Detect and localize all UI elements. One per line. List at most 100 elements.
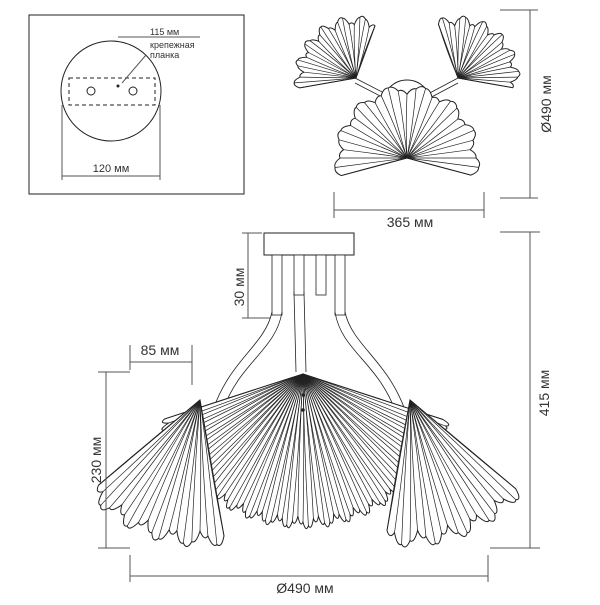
top-leaf-right-rib: [457, 66, 511, 79]
top-leaf-bottom-rib: [406, 129, 475, 159]
top-leaf-bottom-rib: [406, 101, 440, 159]
top-leaf-bottom-rib: [364, 102, 408, 159]
left-shade-rib: [182, 399, 201, 544]
right-shade-rib: [409, 399, 516, 489]
canopy: [263, 232, 355, 256]
top-width-label: 365 мм: [387, 214, 434, 230]
left-shade-rib: [199, 399, 202, 532]
left-shade-rib: [168, 399, 201, 530]
left-shade-rib: [158, 399, 201, 539]
top-leaf-bottom-rib: [343, 149, 408, 159]
bracket-hole-right: [128, 86, 138, 96]
center-shade-rib: [249, 373, 304, 516]
top-leaf-bottom-rib: [406, 157, 479, 168]
mounting-bracket: [68, 77, 156, 106]
top-leaf-right-rib: [448, 22, 459, 79]
center-shade-rib: [261, 373, 304, 512]
center-shade-rib: [302, 373, 373, 500]
left-shade-rib: [100, 399, 201, 506]
top-leaf-right-rib: [457, 77, 511, 83]
top-leaf-right-rib: [457, 76, 518, 79]
right-shade-rib: [409, 399, 495, 514]
left-shade-rib: [109, 399, 201, 509]
arm-left-outer: [212, 311, 273, 411]
center-shade-rib: [302, 373, 367, 513]
center-shade-rib: [302, 373, 347, 520]
top-leaf-right-rib: [457, 21, 483, 79]
right-shade-rib: [409, 399, 427, 537]
right-shade-rib: [409, 399, 517, 501]
top-leaf-left-rib: [334, 30, 357, 79]
bracket-hole-left: [86, 86, 96, 96]
top-leaf-bottom-rib: [380, 95, 408, 159]
right-shade-rib: [409, 399, 412, 541]
right-shade-rib: [409, 399, 490, 521]
rod-center: [293, 254, 305, 296]
top-leaf-right-rib: [457, 77, 513, 89]
shade-height-label: 230 мм: [88, 437, 104, 484]
left-shade-rib: [98, 399, 201, 486]
center-shade-rib: [270, 373, 304, 521]
rod-left: [271, 254, 283, 316]
center-shade-rib: [164, 373, 304, 420]
canopy-height-label: 30 мм: [231, 268, 247, 307]
top-leaf-bottom-rib: [406, 101, 451, 159]
inset-frame: [28, 14, 245, 195]
center-shade-rib: [229, 373, 304, 508]
right-shade-rib: [409, 399, 495, 501]
top-leaf-right-rib: [457, 34, 503, 79]
center-shade-rib: [302, 373, 334, 514]
top-leaf-bottom-rib: [350, 125, 408, 159]
top-leaf-left-rib: [355, 19, 366, 79]
top-leaf-right-rib: [457, 53, 515, 79]
left-shade-rib: [151, 399, 201, 533]
center-shade-rib: [302, 373, 354, 508]
left-shade-rib: [121, 399, 201, 506]
bracket-caption-line2: планка: [150, 50, 179, 60]
arm-left-inner: [222, 311, 283, 411]
right-shade-rib: [386, 399, 411, 531]
top-leaf-bottom-rib: [374, 102, 408, 159]
center-shade-rib: [302, 373, 391, 490]
top-leaf-bottom: [334, 86, 481, 177]
top-leaf-left: [293, 15, 376, 89]
top-arm-right: [425, 77, 459, 96]
top-leaf-bottom-rib: [406, 88, 426, 159]
top-leaf-left-rib: [300, 76, 357, 79]
bracket-width-label: 115 мм: [150, 27, 179, 37]
center-shade-rib: [302, 373, 402, 487]
top-leaf-bottom-rib: [340, 130, 408, 159]
left-shade-rib: [102, 399, 201, 492]
top-leaf-left-rib: [318, 41, 357, 79]
right-shade-rib: [409, 399, 459, 533]
top-leaf-bottom-rib: [387, 87, 408, 159]
shade-offset-label: 85 мм: [141, 342, 180, 358]
top-leaf-bottom-rib: [406, 157, 471, 176]
bracket-center-dot: [116, 84, 120, 88]
top-leaf-left-rib: [294, 77, 357, 84]
top-leaf-left-rib: [355, 25, 376, 79]
top-diameter-label: Ø490 мм: [538, 75, 554, 132]
side-diameter-label: Ø490 мм: [276, 580, 333, 596]
left-shade-rib: [124, 399, 201, 515]
top-leaf-bottom-outline: [334, 86, 481, 177]
right-shade-rib: [401, 399, 411, 545]
center-shade-rib: [302, 373, 325, 523]
rod-middle: [315, 254, 327, 296]
side-view: 30 мм 85 мм 230 мм 415 мм Ø490 мм: [88, 231, 552, 596]
top-leaf-bottom-rib: [341, 157, 408, 176]
mounting-plate: [60, 40, 162, 142]
right-shade-rib: [394, 399, 411, 533]
top-leaf-bottom-rib: [406, 88, 417, 159]
top-leaf-bottom-rib: [335, 157, 408, 168]
top-leaf-bottom-rib: [355, 106, 408, 159]
top-leaf-right-rib: [457, 70, 519, 79]
mounting-plate-inset: 115 мм крепежная планка 120 мм: [28, 14, 245, 195]
top-leaf-right-rib: [457, 48, 502, 79]
left-shade-rib: [126, 399, 201, 527]
top-leaf-bottom-rib: [406, 139, 473, 159]
top-leaf-bottom-rib: [354, 117, 408, 159]
shade-hub-dot: [301, 408, 305, 412]
center-shade-rib: [225, 373, 304, 494]
